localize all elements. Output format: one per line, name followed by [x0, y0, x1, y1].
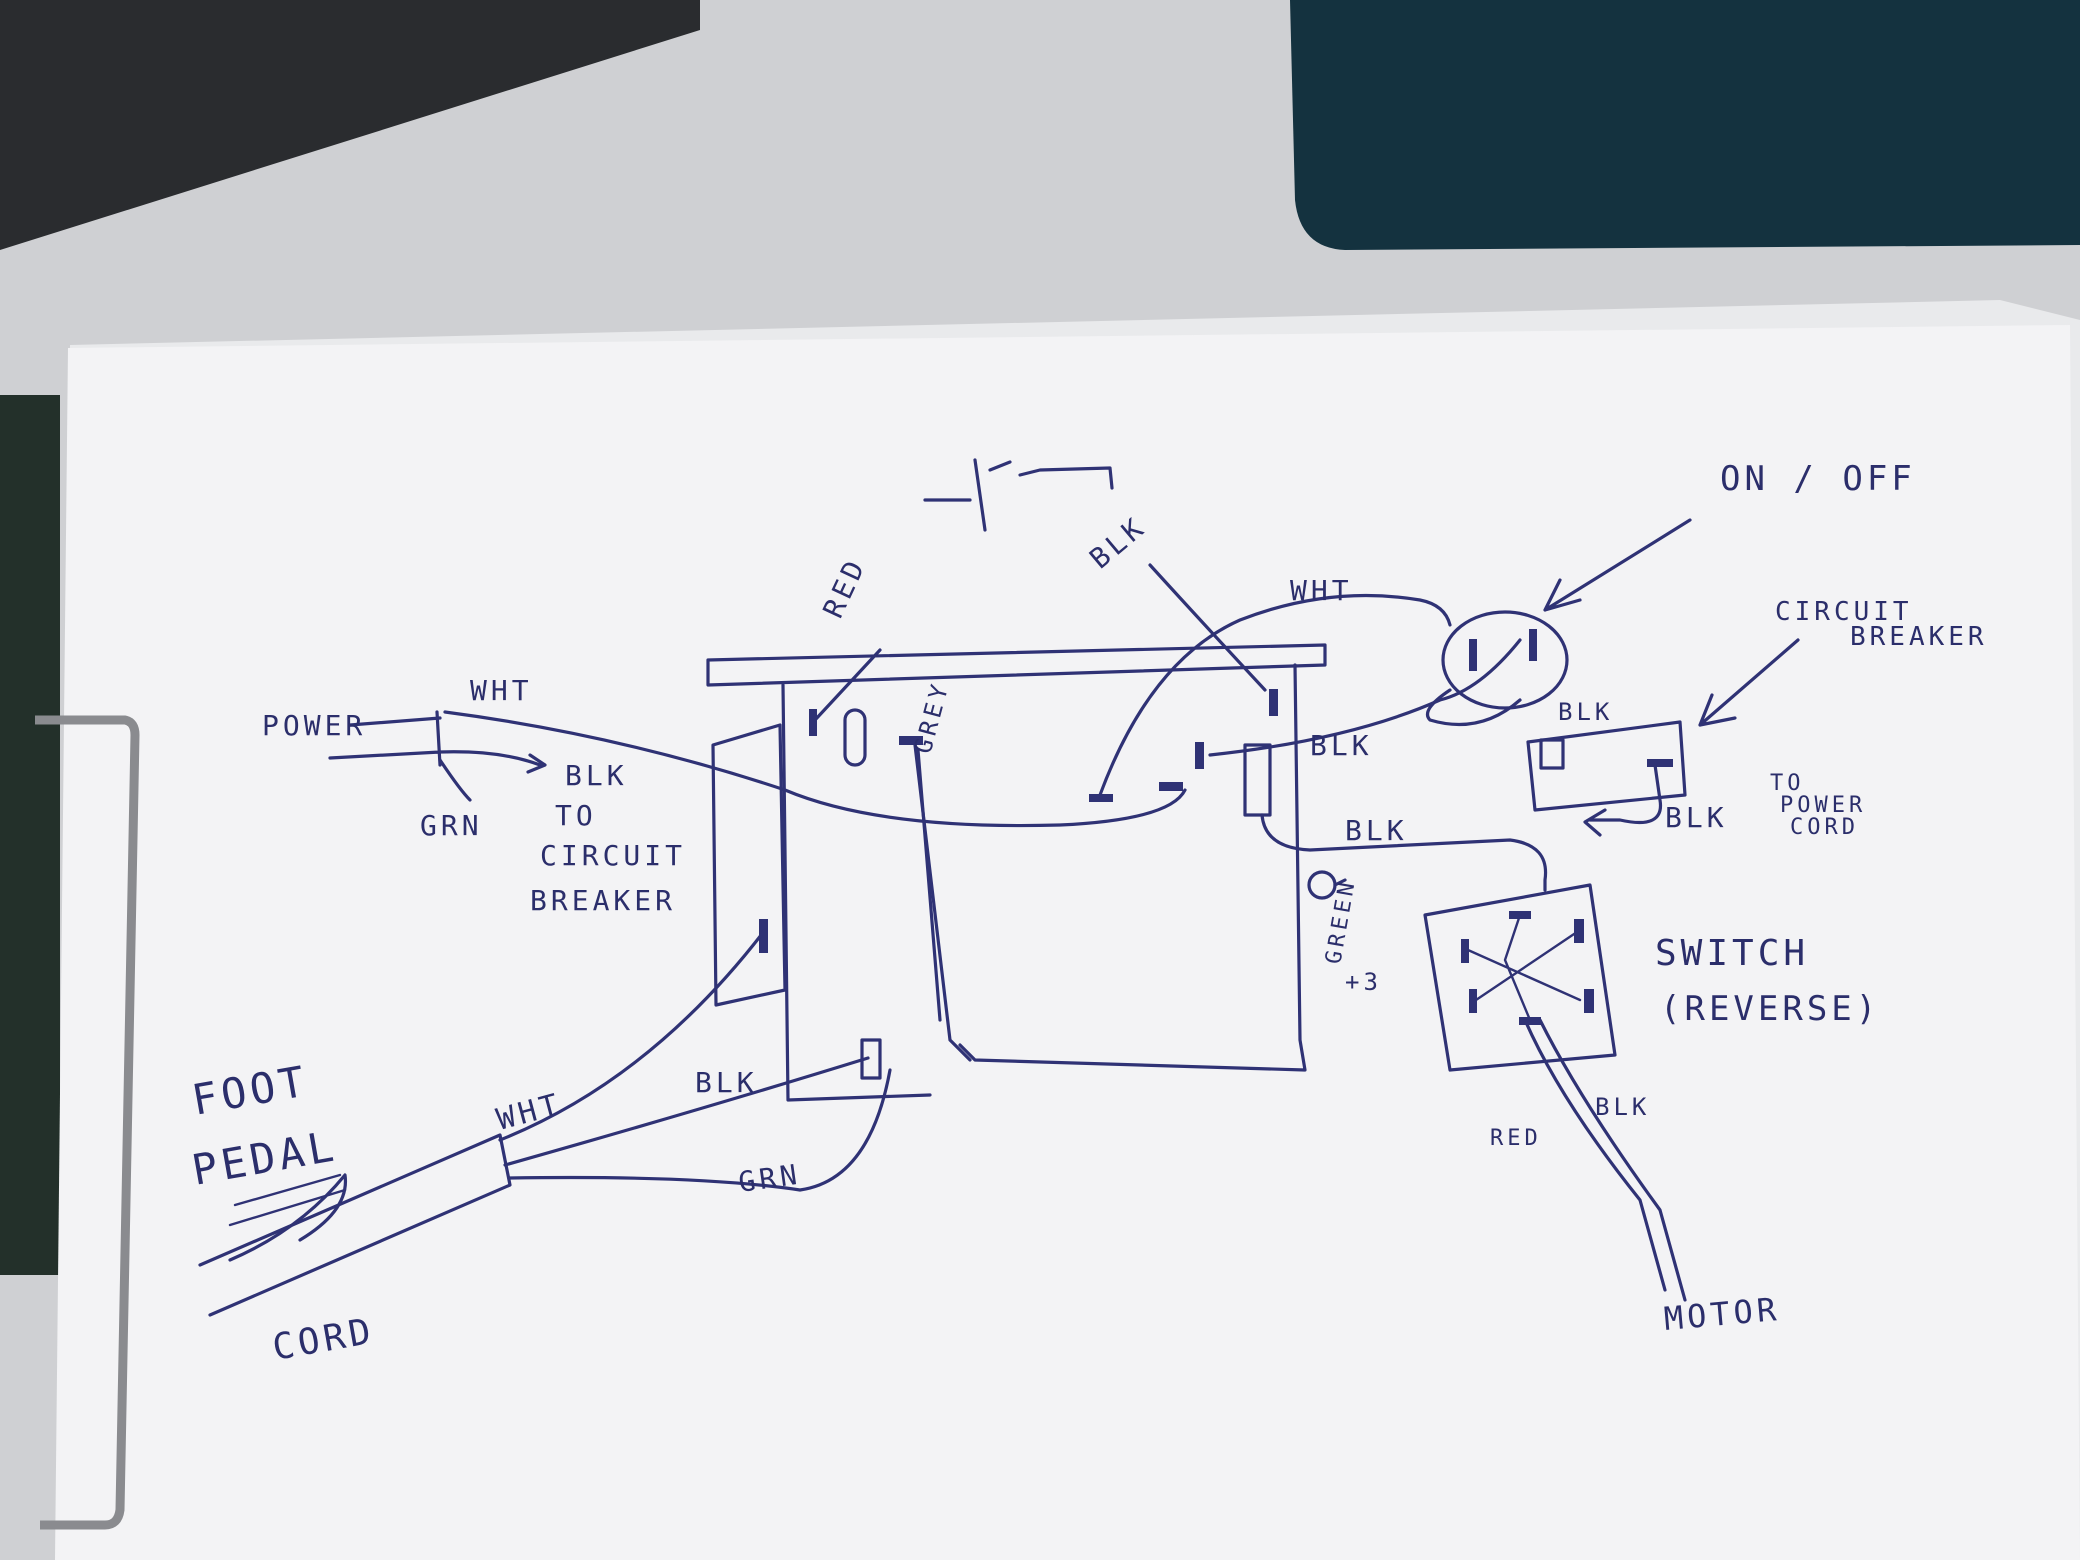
top-plate — [706, 643, 1327, 687]
label-circuit-breaker-0: CIRCUIT — [1775, 597, 1913, 627]
label-blk-power-cord: BLK — [1665, 801, 1728, 834]
relay-block — [1243, 743, 1272, 817]
label-green-ground-1: +3 — [1345, 968, 1382, 996]
label-blk-mid: BLK — [1310, 729, 1373, 762]
terminal-grey — [899, 736, 923, 745]
blk-arrow — [526, 753, 547, 774]
label-blk-to-breaker-3: BREAKER — [530, 884, 676, 917]
rev-terminal-3 — [1461, 939, 1469, 963]
switch-pin-1 — [1469, 639, 1477, 671]
capacitor-symbol — [923, 458, 1114, 532]
terminal-oval — [843, 708, 867, 767]
breaker-terminal — [1539, 738, 1565, 770]
breaker-pointer-arrow — [1698, 638, 1800, 727]
on-off-switch — [1441, 610, 1569, 710]
label-red-motor: RED — [1490, 1126, 1542, 1151]
label-to-power-cord-0: TO — [1770, 771, 1805, 796]
switch-pin-2 — [1529, 629, 1537, 661]
label-to-power-cord-2: CORD — [1790, 815, 1859, 840]
pedal-blk-wire — [503, 1056, 870, 1167]
pedal-cord-sleeve — [198, 1133, 512, 1317]
pedal-scribble-2 — [228, 1173, 347, 1227]
blk-lower-wire — [1260, 813, 1548, 892]
terminal-red — [809, 709, 817, 736]
label-blk-to-breaker-0: BLK — [565, 759, 628, 792]
rev-terminal-4 — [1469, 989, 1477, 1013]
pedal-wht-wire — [498, 928, 767, 1142]
label-switch-reverse-0: SWITCH — [1655, 933, 1809, 974]
side-panel — [711, 723, 787, 1007]
pedal-scribble — [228, 1173, 348, 1262]
reverse-switch — [1423, 883, 1617, 1072]
label-to-power-cord-1: POWER — [1780, 793, 1866, 818]
breaker-blk-wire — [1588, 763, 1663, 825]
rev-terminal-5 — [1584, 989, 1594, 1013]
wht-switch-wire — [1098, 593, 1452, 797]
grn-power-wire — [438, 758, 472, 802]
label-power: POWER — [262, 709, 366, 742]
label-blk-breaker: BLK — [1558, 698, 1613, 726]
red-wire — [813, 648, 882, 722]
terminal-blk-top — [1269, 689, 1278, 716]
label-grn-power: GRN — [420, 809, 483, 842]
terminal-mid — [1159, 782, 1183, 791]
blk-top-wire — [1148, 563, 1267, 692]
on-off-arrow — [1543, 518, 1692, 612]
label-blk-motor: BLK — [1595, 1093, 1650, 1121]
motor-blk-wire — [1538, 1018, 1687, 1302]
label-wht-top: WHT — [1290, 574, 1353, 607]
circuit-breaker — [1526, 720, 1687, 812]
label-blk-lower: BLK — [1345, 814, 1408, 847]
label-blk-pedal: BLK — [695, 1066, 758, 1099]
breaker-arrow — [1583, 808, 1607, 837]
reverse-crosslinks — [1466, 913, 1582, 1022]
diagram-labels: POWER WHT GRN BLK TO CIRCUIT BREAKER RED… — [188, 459, 1988, 1369]
terminal-blk-left — [1195, 742, 1204, 769]
pcb-edge-left — [0, 395, 60, 1275]
blk-switch-wire — [1208, 638, 1522, 757]
circuit-board-mat — [1290, 0, 2080, 250]
label-wht-power: WHT — [470, 674, 533, 707]
breaker-terminal-2 — [1647, 759, 1673, 767]
box-right-edge — [958, 663, 1307, 1072]
clipboard-clip — [35, 715, 140, 1530]
label-on-off: ON / OFF — [1720, 459, 1916, 499]
label-blk-to-breaker-2: CIRCUIT — [540, 839, 686, 872]
pedal-grn-wire — [508, 1068, 892, 1192]
keyboard — [0, 0, 700, 250]
label-circuit-breaker-1: BREAKER — [1850, 622, 1988, 652]
motor-red-wire — [1523, 1018, 1667, 1292]
grey-wire — [913, 743, 972, 1062]
blk-power-wire — [438, 750, 542, 767]
power-cord — [328, 710, 442, 767]
label-blk-to-breaker-1: TO — [555, 799, 597, 832]
label-switch-reverse-1: (REVERSE) — [1660, 989, 1880, 1029]
ground-tab — [1333, 878, 1347, 887]
wht-power-wire — [443, 710, 1187, 828]
wiring-diagram — [198, 458, 1800, 1317]
paper-sheet — [55, 325, 2080, 1560]
